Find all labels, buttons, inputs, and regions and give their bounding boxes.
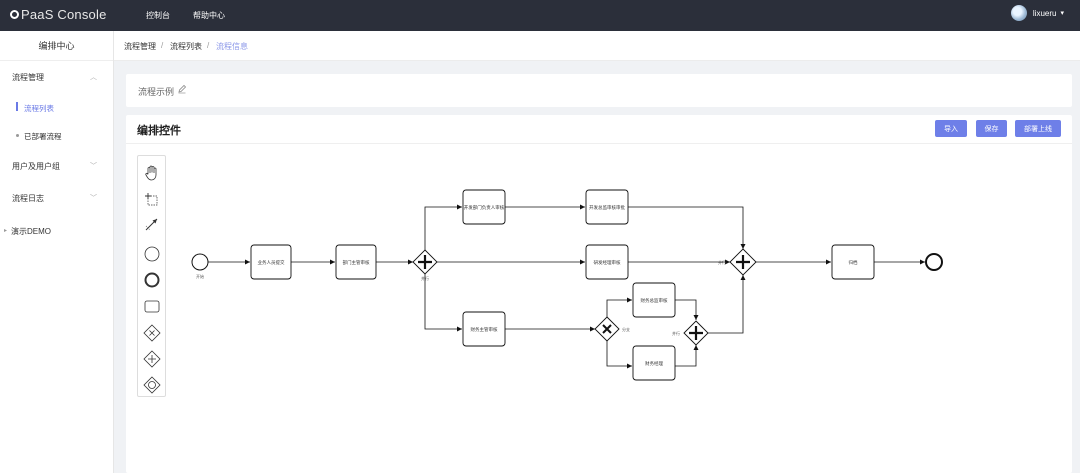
task-label: 开发总监审核审批 xyxy=(589,204,625,211)
task-node[interactable]: 部门主管审核 xyxy=(335,244,377,280)
breadcrumb-item[interactable]: 流程管理 xyxy=(124,42,156,51)
task-node[interactable]: 研发经理审核 xyxy=(585,244,629,280)
sequence-flows xyxy=(208,204,925,369)
sidebar-header: 编排中心 xyxy=(0,31,113,61)
process-name: 流程示例 xyxy=(138,87,175,97)
sidebar-item-deployed[interactable]: 已部署流程 xyxy=(24,132,62,141)
sidebar: 编排中心 流程管理 ︿ 流程列表 已部署流程 用户及用户组 ﹀ 流程日志 ﹀ ▸… xyxy=(0,31,114,473)
lasso-tool-icon[interactable] xyxy=(142,189,162,209)
parallel-gateway[interactable]: 并行 xyxy=(718,248,757,276)
task-label: 财务总监审核 xyxy=(641,297,668,304)
task-node[interactable]: 财务总监审核 xyxy=(632,282,676,318)
breadcrumb-separator: / xyxy=(207,41,210,50)
sidebar-group-users[interactable]: 用户及用户组 xyxy=(12,162,60,171)
exclusive-gateway[interactable]: 分支 xyxy=(594,316,630,342)
breadcrumb-separator: / xyxy=(161,41,164,50)
logo-text: PaaS Console xyxy=(21,7,107,22)
deploy-button[interactable]: 部署上线 xyxy=(1015,120,1061,137)
caret-right-icon: ▸ xyxy=(4,228,8,234)
hand-tool-icon[interactable] xyxy=(142,163,162,183)
start-event-icon[interactable] xyxy=(142,244,162,264)
divider xyxy=(126,143,1072,144)
save-button[interactable]: 保存 xyxy=(976,120,1007,137)
start-event[interactable]: 开始 xyxy=(191,253,209,279)
gateway-label: 并行 xyxy=(672,330,680,336)
avatar xyxy=(1010,5,1027,21)
chevron-down-icon: ▾ xyxy=(1060,10,1064,17)
end-event[interactable] xyxy=(925,253,943,271)
gateway-label: 并行 xyxy=(718,259,726,265)
start-event-label: 开始 xyxy=(196,273,204,279)
logo-icon xyxy=(10,10,19,19)
task-label: 业务人员提交 xyxy=(258,259,285,266)
sidebar-item-process-list[interactable]: 流程列表 xyxy=(24,104,54,113)
process-name-card: 流程示例 xyxy=(126,74,1072,107)
sidebar-group-logs[interactable]: 流程日志 xyxy=(12,194,44,203)
task-label: 归档 xyxy=(849,259,858,266)
active-indicator xyxy=(16,102,18,111)
sidebar-item-demo[interactable]: 演示DEMO xyxy=(11,227,51,236)
task-label: 部门主管审核 xyxy=(343,259,370,266)
sidebar-group-process-mgmt[interactable]: 流程管理 xyxy=(12,73,44,82)
task-node[interactable]: 财务经理 xyxy=(632,345,676,381)
tool-palette xyxy=(137,155,166,397)
task-node[interactable]: 开发总监审核审批 xyxy=(585,189,629,225)
task-label: 研发经理审核 xyxy=(594,259,621,266)
task-node[interactable]: 开发部门负责人审核 xyxy=(462,189,506,225)
breadcrumb-current: 流程信息 xyxy=(216,42,248,51)
import-button[interactable]: 导入 xyxy=(935,120,967,137)
logo[interactable]: PaaS Console xyxy=(10,7,107,22)
exclusive-gateway-icon[interactable] xyxy=(142,323,162,343)
task-label: 财务经理 xyxy=(645,360,663,367)
breadcrumb-item[interactable]: 流程列表 xyxy=(170,42,202,51)
chevron-down-icon[interactable]: ﹀ xyxy=(90,163,97,170)
task-label: 财务主管审核 xyxy=(471,326,498,333)
user-menu[interactable]: lixueru ▾ xyxy=(1010,5,1064,21)
gateway-label: 分支 xyxy=(622,326,630,332)
edit-icon[interactable] xyxy=(177,84,187,94)
user-name: lixueru xyxy=(1032,8,1057,18)
bpmn-canvas[interactable]: 开始 业务人员提交 部门主管审核 开发部门负责人审核 开发总监审核审批 研发经理… xyxy=(170,150,1070,470)
parallel-gateway-icon[interactable] xyxy=(142,349,162,369)
editor-card: 编排控件 导入 保存 部署上线 xyxy=(126,115,1072,473)
task-icon[interactable] xyxy=(142,296,162,316)
top-bar: PaaS Console 控制台 帮助中心 lixueru ▾ xyxy=(0,0,1080,31)
task-node[interactable]: 归档 xyxy=(831,244,875,280)
breadcrumb: 流程管理 / 流程列表 / 流程信息 xyxy=(114,31,1080,61)
task-node[interactable]: 业务人员提交 xyxy=(250,244,292,280)
parallel-gateway[interactable]: 并行 xyxy=(412,249,438,281)
connect-tool-icon[interactable] xyxy=(142,214,162,234)
chevron-down-icon[interactable]: ﹀ xyxy=(90,195,97,202)
parallel-gateway[interactable]: 并行 xyxy=(672,320,709,346)
gateway-label: 并行 xyxy=(421,275,429,281)
task-label: 开发部门负责人审核 xyxy=(464,204,505,211)
nav-help[interactable]: 帮助中心 xyxy=(193,11,225,20)
task-node[interactable]: 财务主管审核 xyxy=(462,311,506,347)
chevron-up-icon[interactable]: ︿ xyxy=(90,74,97,81)
inclusive-gateway-icon[interactable] xyxy=(142,375,162,395)
end-event-icon[interactable] xyxy=(142,270,162,290)
bullet-icon xyxy=(16,134,19,137)
nav-console[interactable]: 控制台 xyxy=(146,11,170,20)
editor-title: 编排控件 xyxy=(137,125,181,137)
